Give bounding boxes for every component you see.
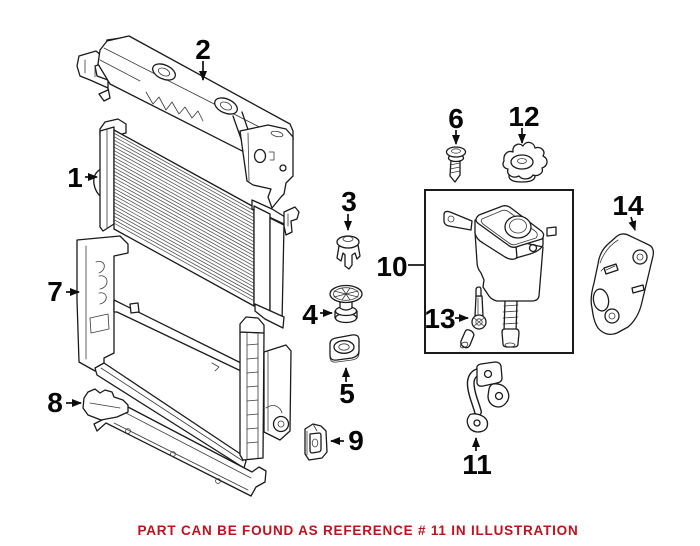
callout-3-label: 3 [341,186,357,217]
callout-10-label: 10 [376,251,407,282]
callout-6: 6 [448,103,464,145]
callout-4-label: 4 [302,299,318,330]
callout-12-label: 12 [508,101,539,132]
callout-14: 14 [612,190,644,231]
callout-10: 10 [376,251,424,282]
clip-illustration [336,235,361,270]
tank-bracket-illustration [466,361,510,433]
callout-2: 2 [195,34,211,81]
fan-shroud-illustration [76,235,292,469]
callout-14-arrow [628,216,637,231]
radiator-illustration [93,118,300,329]
callout-9: 9 [330,425,364,456]
grommet-illustration [329,334,360,363]
callout-11: 11 [462,437,492,480]
callout-6-label: 6 [448,103,464,134]
callout-12: 12 [508,101,540,144]
callouts: 1 2 3 4 5 6 7 8 [47,34,644,480]
callout-4: 4 [302,299,333,330]
upper-support-illustration [76,35,294,209]
callout-13-label: 13 [424,303,455,334]
callout-7-label: 7 [47,276,63,307]
screw-illustration [445,146,467,183]
callout-13: 13 [424,303,469,334]
cap-illustration [502,141,548,183]
callout-9-label: 9 [348,425,364,456]
callout-1-label: 1 [67,162,83,193]
callout-5-label: 5 [339,378,355,409]
callout-5: 5 [339,367,355,409]
callout-2-label: 2 [195,34,211,65]
mount-illustration [329,284,363,324]
callout-1: 1 [67,162,98,193]
callout-11-label: 11 [462,449,492,480]
callout-7: 7 [47,276,80,307]
reference-caption: PART CAN BE FOUND AS REFERENCE # 11 IN I… [137,523,579,538]
lower-trim-illustration [82,388,267,497]
expansion-tank-illustration [424,189,574,354]
callout-8: 8 [47,387,82,418]
level-sensor-illustration [459,286,487,349]
bracket-clip-illustration [304,423,328,461]
callout-8-label: 8 [47,387,63,418]
side-bracket-illustration [590,233,655,335]
callout-14-label: 14 [612,190,644,221]
callout-3: 3 [341,186,357,231]
